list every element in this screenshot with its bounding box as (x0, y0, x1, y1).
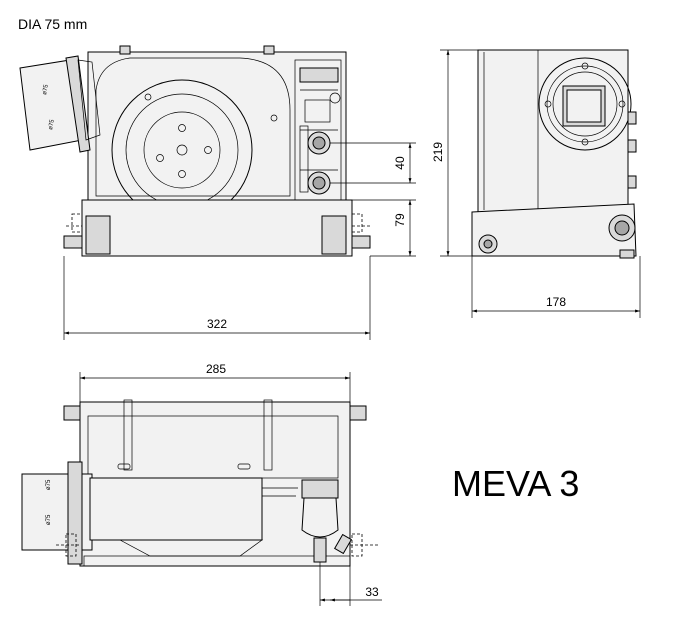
dimension-top-offset: 33 (319, 562, 382, 606)
note-duct-diameter: DIA 75 mm (18, 16, 87, 32)
top-duct-label-upper: ø75 (46, 479, 52, 490)
front-base (81, 199, 353, 257)
side-duct-ring-outer (538, 57, 632, 151)
dimension-33-label: 33 (365, 585, 379, 599)
side-view (471, 49, 637, 259)
model-label: MEVA 3 (452, 463, 579, 504)
dimension-front-width: 322 (63, 256, 371, 340)
dimension-connector-spacing: 40 (330, 142, 416, 184)
dimension-219-label: 219 (431, 142, 445, 162)
dimension-40-label: 40 (393, 156, 407, 170)
dimension-top-width: 285 (79, 362, 351, 402)
front-view: ø75 ø75 (19, 45, 371, 257)
dimension-79-label: 79 (393, 213, 407, 227)
dimension-overall-height: 219 (431, 49, 478, 257)
top-fitting-nut (301, 479, 339, 499)
duct-label-upper: ø75 (42, 83, 50, 95)
side-housing (477, 49, 629, 213)
side-base (471, 203, 637, 257)
dimension-side-depth: 178 (471, 256, 641, 318)
fan-disc (143, 111, 221, 189)
dimension-178-label: 178 (546, 295, 566, 309)
dimension-base-height: 79 (352, 199, 416, 257)
top-view: ø75 ø75 (21, 399, 378, 567)
dimension-322-label: 322 (207, 317, 227, 331)
duct-label-lower: ø75 (48, 118, 56, 130)
dimension-285-label: 285 (206, 362, 226, 376)
top-duct-label-lower: ø75 (46, 514, 52, 525)
